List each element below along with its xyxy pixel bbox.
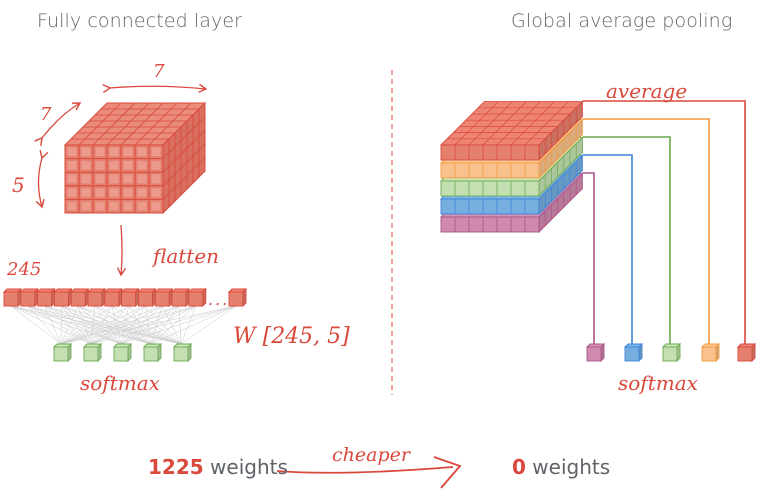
height-arrow-icon: [35, 149, 49, 209]
title-fully-connected: Fully connected layer: [37, 10, 243, 32]
height-label: 5: [12, 173, 25, 197]
flat-count-label: 245: [6, 259, 41, 280]
width-label: 7: [153, 61, 165, 82]
flatten-arrow-icon: [116, 224, 127, 277]
weights-matrix-label: W [245, 5]: [233, 324, 350, 349]
title-global-average-pooling: Global average pooling: [511, 10, 733, 32]
flatten-label: flatten: [151, 244, 219, 268]
fc-softmax-outputs: [52, 342, 193, 363]
cheaper-arrow-icon: [276, 466, 454, 474]
dimension-arrows: [34, 83, 208, 209]
channel-stack: [439, 100, 584, 234]
gap-weights-count: 0 weights: [512, 455, 610, 479]
width-arrow-icon: [102, 83, 208, 94]
depth-arrow-icon: [34, 102, 82, 147]
ellipsis-label: ...: [208, 290, 229, 309]
fc-weights-unit: weights: [210, 455, 288, 479]
flattened-vector: [2, 287, 248, 308]
average-label: average: [606, 79, 687, 103]
gap-weights-number: 0: [512, 455, 526, 479]
gap-softmax-label: softmax: [618, 371, 698, 395]
fc-softmax-label: softmax: [80, 371, 160, 395]
cheaper-arrowhead-icon: [433, 456, 462, 489]
fc-weights-count: 1225 weights: [148, 455, 288, 479]
feature-map-cube: [63, 101, 207, 215]
gap-weights-unit: weights: [532, 455, 611, 479]
cheaper-label: cheaper: [332, 444, 412, 466]
average-pooling-lines: [582, 100, 746, 347]
fc-weights-number: 1225: [148, 455, 204, 479]
fully-connected-lines: [10, 305, 237, 345]
depth-label: 7: [40, 104, 52, 125]
gap-softmax-outputs: [585, 342, 757, 363]
